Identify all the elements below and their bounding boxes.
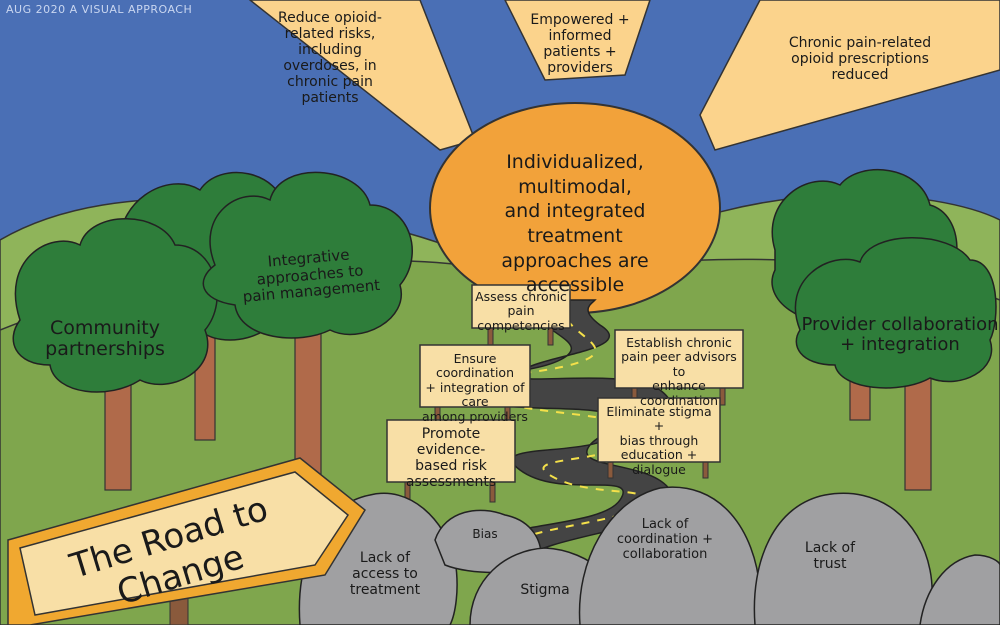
sign-label-ensure: Ensure coordination + integration of car…	[422, 351, 528, 424]
sign-label-assess: Assess chronic pain competencies	[475, 289, 567, 333]
credit-text: AUG 2020 A VISUAL APPROACH	[6, 3, 193, 16]
tree-label-provider: Provider collaboration + integration	[801, 314, 999, 355]
sign-board-assess	[471, 284, 571, 329]
ray-label-prescriptions: Chronic pain-related opioid prescription…	[788, 35, 932, 84]
road-sign-body	[19, 471, 350, 616]
tree-provider	[794, 237, 997, 491]
sign-board-eliminate	[597, 397, 721, 463]
rock-label-trust: Lack of trust	[804, 540, 856, 573]
sign-board-ensure	[419, 344, 531, 408]
ray-label-empowered: Empowered + informed patients + provider…	[530, 12, 630, 77]
tree-label-community: Community partnerships	[45, 317, 165, 360]
rock-label-coordination: Lack of coordination + collaboration	[616, 517, 714, 562]
sun-ray-center	[504, 0, 651, 81]
sign-board-promote	[386, 419, 516, 483]
sign-label-promote: Promote evidence- based risk assessments	[405, 426, 497, 491]
rock-far-right	[919, 554, 1000, 625]
sign-label-establish: Establish chronic pain peer advisors to …	[621, 335, 737, 408]
rock-label-access: Lack of access to treatment	[349, 550, 421, 599]
sun-label: Individualized, multimodal, and integrat…	[501, 151, 649, 297]
sun-ray-right	[699, 0, 1000, 151]
ray-label-reduce-risks: Reduce opioid- related risks, including …	[278, 10, 382, 107]
rock-label-stigma: Stigma	[520, 582, 570, 598]
road-sign-group	[7, 457, 366, 625]
sign-posts	[404, 324, 726, 503]
sign-board-establish	[614, 329, 744, 389]
tree-integrative	[202, 171, 413, 476]
tree-community	[12, 218, 218, 491]
sign-label-eliminate: Eliminate stigma + bias through educatio…	[606, 404, 712, 477]
rock-label-bias: Bias	[472, 527, 498, 541]
